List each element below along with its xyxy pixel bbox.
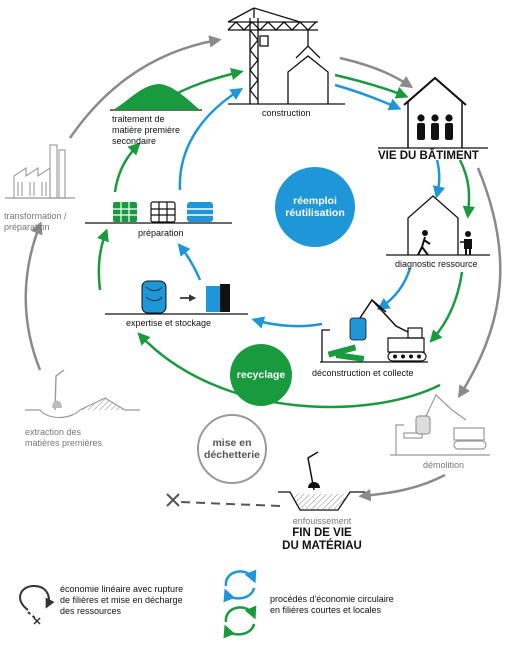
label-transformation: transformation / préparation xyxy=(4,211,67,232)
label-expertise: expertise et stockage xyxy=(126,318,212,328)
diagnostic-house-icon xyxy=(407,195,472,256)
pallets-icon xyxy=(113,201,213,223)
legend-linear-icon xyxy=(19,584,55,625)
arrow-linear-transformation-construction xyxy=(68,35,222,139)
legend-circular-text: procédés d'économie circulaire en filièr… xyxy=(270,594,394,615)
arrow-green-preparation-traitement xyxy=(113,142,141,193)
excavator-icon xyxy=(321,298,427,362)
label-enfouissement: enfouissement xyxy=(292,516,352,526)
legend-linear-text: économie linéaire avec rupture de filièr… xyxy=(60,584,184,616)
crane-icon xyxy=(227,7,329,104)
arrow-linear-extraction-transformation xyxy=(24,221,43,371)
arrow-green-construction-building xyxy=(334,73,409,99)
arrow-blue-preparation-construction xyxy=(178,88,244,191)
arrow-linear-building-demolition xyxy=(457,167,502,399)
reemploi-circle: réemploi réutilisation xyxy=(275,167,355,247)
arrow-green-deconstruction-expertise xyxy=(137,332,441,409)
arrow-green-expertise-preparation xyxy=(97,228,109,291)
label-fin-de-vie: FIN DE VIE DU MATÉRIAU xyxy=(282,527,362,552)
recyclage-circle: recyclage xyxy=(230,344,292,406)
recyclage-label: recyclage xyxy=(236,369,286,381)
break-cross-icon xyxy=(166,493,180,507)
arrow-blue-construction-building xyxy=(334,83,402,111)
arrow-linear-construction-building xyxy=(339,56,414,89)
arrow-blue-building-diagnostic xyxy=(432,159,446,199)
label-vie-batiment: VIE DU BÂTIMENT xyxy=(378,150,479,162)
label-preparation: préparation xyxy=(138,228,184,238)
stock-container-icon xyxy=(206,284,230,312)
factory-icon xyxy=(13,144,66,199)
label-construction: construction xyxy=(262,108,311,118)
stock-bag-icon xyxy=(141,280,167,314)
reemploi-label: réemploi réutilisation xyxy=(285,195,345,219)
arrow-linear-landfill-break xyxy=(179,501,281,507)
extraction-icon xyxy=(25,369,140,419)
arrow-blue-expertise-preparation xyxy=(177,243,202,281)
dechetterie-label: mise en déchetterie xyxy=(203,437,261,461)
label-traitement: traitement de matière première secondair… xyxy=(112,114,181,146)
arrow-blue-deconstruction-expertise xyxy=(251,316,323,329)
dechetterie-circle: mise en déchetterie xyxy=(197,414,267,484)
label-diagnostic: diagnostic ressource xyxy=(395,259,478,269)
arrow-green-building-diagnostic xyxy=(458,159,476,219)
label-extraction: extraction des matières premières xyxy=(25,427,103,448)
landfill-icon xyxy=(278,451,365,511)
house-people-icon xyxy=(403,76,467,148)
legend-circular-icon xyxy=(223,569,257,639)
arrow-green-diagnostic-deconstruction xyxy=(429,271,464,343)
arrow-blue-diagnostic-deconstruction xyxy=(376,267,412,311)
material-pile-icon xyxy=(113,84,200,110)
label-demolition: démolition xyxy=(423,460,465,470)
demolition-icon xyxy=(395,394,487,455)
label-deconstruction: déconstruction et collecte xyxy=(312,368,414,378)
arrow-linear-demolition-landfill xyxy=(358,473,446,502)
